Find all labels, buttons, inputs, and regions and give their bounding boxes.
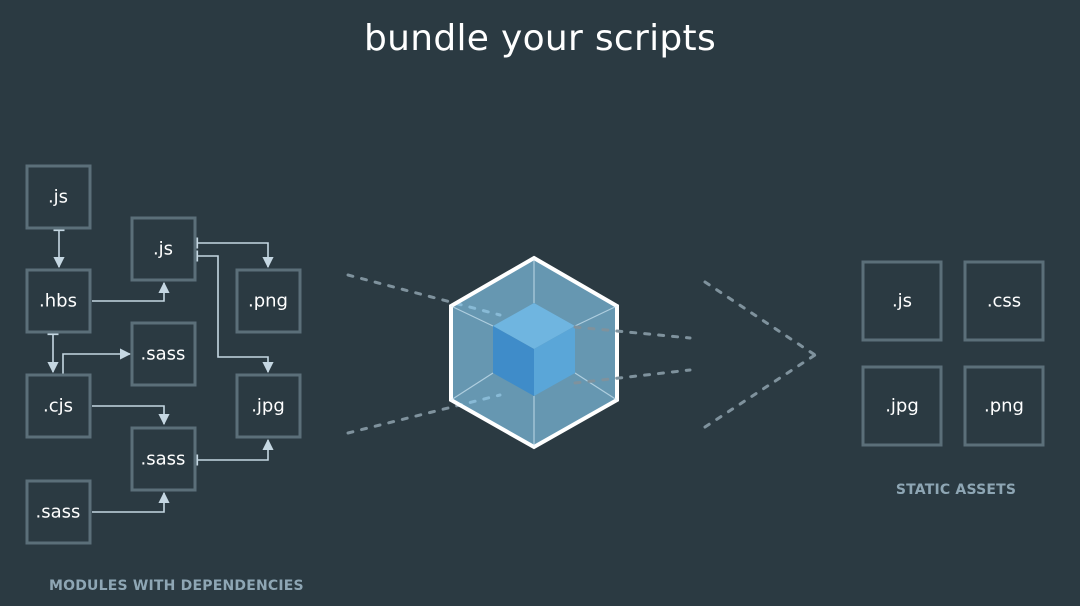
module-box-frame bbox=[25, 479, 92, 545]
output-chevron-bottom bbox=[703, 353, 817, 429]
module-box-frame bbox=[130, 426, 197, 492]
module-box-cjs: .cjs bbox=[25, 373, 92, 439]
asset-box-label: .jpg bbox=[885, 396, 919, 417]
module-box-label: .sass bbox=[141, 344, 186, 365]
modules-caption: MODULES WITH DEPENDENCIES bbox=[49, 578, 304, 594]
module-box-frame bbox=[25, 164, 92, 230]
module-box-js-1: .js bbox=[25, 164, 92, 230]
module-box-frame bbox=[25, 373, 92, 439]
connector-js2-png bbox=[195, 237, 274, 269]
asset-box-label: .png bbox=[984, 396, 1024, 417]
connector-sass3-sass2 bbox=[92, 491, 170, 513]
module-box-frame bbox=[25, 268, 92, 334]
webpack-cube-icon bbox=[449, 255, 619, 450]
assets-caption: STATIC ASSETS bbox=[896, 482, 1016, 498]
module-box-js-2: .js bbox=[130, 216, 197, 282]
module-box-label: .js bbox=[153, 239, 173, 260]
asset-box-label: .js bbox=[892, 291, 912, 312]
asset-box-css: .css bbox=[963, 260, 1045, 342]
module-box-frame bbox=[235, 373, 302, 439]
module-box-label: .js bbox=[48, 187, 68, 208]
through-line-bottom bbox=[573, 368, 692, 385]
module-box-label: .cjs bbox=[43, 396, 73, 417]
cube-inner-left bbox=[493, 326, 534, 396]
module-box-png: .png bbox=[235, 268, 302, 334]
module-box-label: .sass bbox=[141, 449, 186, 470]
module-box-label: .jpg bbox=[251, 396, 285, 417]
cube-edge bbox=[574, 305, 618, 327]
through-line-top bbox=[573, 325, 692, 340]
cube-edge bbox=[450, 305, 494, 327]
cube-edge bbox=[450, 372, 494, 401]
connector-cjs-sass1 bbox=[57, 348, 132, 377]
connector-cjs-sass2 bbox=[92, 405, 170, 426]
module-box-sass-2: .sass bbox=[130, 426, 197, 492]
dependency-connectors bbox=[47, 228, 274, 513]
module-box-label: .hbs bbox=[39, 291, 77, 312]
module-box-sass-1: .sass bbox=[130, 321, 197, 387]
module-box-sass-3: .sass bbox=[25, 479, 92, 545]
connector-hbs-js2 bbox=[92, 281, 170, 302]
asset-box-png: .png bbox=[963, 365, 1045, 447]
asset-box-frame bbox=[861, 365, 943, 447]
module-box-frame bbox=[130, 216, 197, 282]
module-box-label: .png bbox=[248, 291, 288, 312]
output-chevron-top bbox=[703, 280, 817, 357]
output-flow-lines bbox=[573, 280, 817, 429]
module-box-jpg: .jpg bbox=[235, 373, 302, 439]
module-box-label: .sass bbox=[36, 502, 81, 523]
module-box-frame bbox=[235, 268, 302, 334]
connector-js2-jpg bbox=[195, 250, 274, 374]
module-boxes: .js .hbs .cjs .sass .js .sass bbox=[25, 164, 302, 545]
slide-title: bundle your scripts bbox=[363, 18, 717, 59]
asset-box-label: .css bbox=[987, 291, 1021, 312]
cube-edge bbox=[574, 372, 618, 401]
module-box-frame bbox=[130, 321, 197, 387]
asset-box-js: .js bbox=[861, 260, 943, 342]
asset-box-frame bbox=[861, 260, 943, 342]
asset-box-frame bbox=[963, 365, 1045, 447]
asset-box-jpg: .jpg bbox=[861, 365, 943, 447]
asset-boxes: .js .css .jpg .png bbox=[861, 260, 1045, 447]
asset-box-frame bbox=[963, 260, 1045, 342]
connector-sass2-jpg bbox=[195, 438, 274, 466]
module-box-hbs: .hbs bbox=[25, 268, 92, 334]
cube-inner-right bbox=[534, 326, 575, 396]
